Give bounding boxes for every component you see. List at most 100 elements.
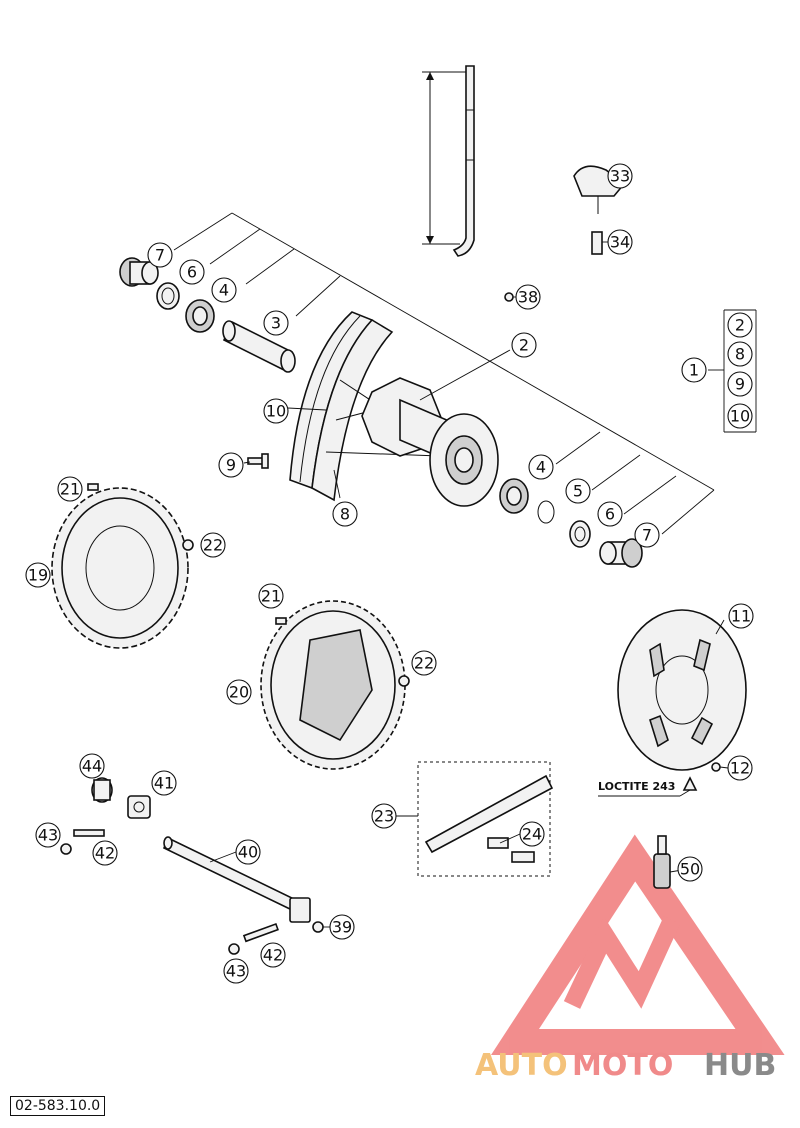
svg-text:21: 21 <box>60 480 80 499</box>
loctite-label: LOCTITE 243 <box>598 780 691 797</box>
svg-text:39: 39 <box>332 918 352 937</box>
callout-34: 34 <box>607 229 633 255</box>
svg-text:20: 20 <box>229 683 249 702</box>
watermark-logo <box>491 834 785 1055</box>
svg-text:AUTO: AUTO <box>475 1048 568 1083</box>
svg-text:10: 10 <box>730 407 750 426</box>
axle-nut-39 <box>312 921 324 933</box>
bolt-42-lower <box>242 922 279 943</box>
callout-21-lower: 21 <box>258 583 284 609</box>
svg-text:10: 10 <box>266 402 286 421</box>
svg-text:4: 4 <box>219 281 229 300</box>
bolt-9 <box>247 453 269 469</box>
svg-text:12: 12 <box>730 759 750 778</box>
nut-43-upper <box>60 843 72 855</box>
callout-9-bolt: 9 <box>218 452 244 478</box>
svg-text:40: 40 <box>238 843 258 862</box>
circlip <box>537 500 555 524</box>
callout-42-upper: 42 <box>92 840 118 866</box>
svg-text:MOTO: MOTO <box>572 1048 673 1083</box>
svg-text:24: 24 <box>522 825 542 844</box>
rear-hub <box>325 377 499 507</box>
svg-text:43: 43 <box>226 962 246 981</box>
callout-40: 40 <box>235 839 261 865</box>
callout-8-rim: 8 <box>332 501 358 527</box>
svg-text:2: 2 <box>519 336 529 355</box>
svg-text:33: 33 <box>610 167 630 186</box>
valve-insert <box>591 231 603 255</box>
svg-text:4: 4 <box>536 458 546 477</box>
nut-43-lower <box>228 943 240 955</box>
svg-text:42: 42 <box>95 844 115 863</box>
bolt-21-lower <box>275 617 287 625</box>
callout-2-side: 2 <box>727 312 753 338</box>
nut-22-upper <box>182 539 194 551</box>
svg-text:21: 21 <box>261 587 281 606</box>
callout-23: 23 <box>371 803 397 829</box>
svg-text:34: 34 <box>610 233 630 252</box>
svg-text:9: 9 <box>735 375 745 394</box>
callout-8-side: 8 <box>727 341 753 367</box>
callout-39: 39 <box>329 914 355 940</box>
rear-axle <box>162 836 311 923</box>
callout-leaders <box>209 175 757 928</box>
svg-text:9: 9 <box>226 456 236 475</box>
svg-text:HUB: HUB <box>704 1048 776 1083</box>
svg-text:19: 19 <box>28 566 48 585</box>
chain-group <box>417 761 554 877</box>
svg-text:44: 44 <box>82 757 102 776</box>
callout-4-right: 4 <box>528 454 554 480</box>
callout-38: 38 <box>515 284 541 310</box>
callout-7-right: 7 <box>634 522 660 548</box>
loctite-bottle <box>653 835 671 889</box>
callout-22-upper: 22 <box>200 532 226 558</box>
sprocket-19 <box>51 487 189 649</box>
loctite-label-text: LOCTITE 243 <box>598 780 675 793</box>
spoke-length-gauge <box>422 65 475 257</box>
brake-disc <box>617 609 747 771</box>
document-number: 02-583.10.0 <box>10 1096 106 1116</box>
callout-12: 12 <box>727 755 753 781</box>
callout-43-upper: 43 <box>35 822 61 848</box>
svg-text:1: 1 <box>689 361 699 380</box>
svg-text:2: 2 <box>735 316 745 335</box>
nut-22-lower <box>398 675 410 687</box>
callout-20: 20 <box>226 679 252 705</box>
svg-text:11: 11 <box>731 607 751 626</box>
svg-text:7: 7 <box>642 526 652 545</box>
callout-11: 11 <box>728 603 754 629</box>
svg-text:43: 43 <box>38 826 58 845</box>
bolt-42-upper <box>73 829 105 837</box>
watermark-text: AUTO MOTO HUB <box>475 1048 776 1083</box>
svg-text:38: 38 <box>518 288 538 307</box>
left-bearing <box>185 299 215 333</box>
callout-9-side: 9 <box>727 371 753 397</box>
callout-22-lower: 22 <box>411 650 437 676</box>
callout-7-left: 7 <box>147 242 173 268</box>
callout-41: 41 <box>151 770 177 796</box>
callout-24: 24 <box>519 821 545 847</box>
svg-text:42: 42 <box>263 946 283 965</box>
callout-50: 50 <box>677 856 703 882</box>
svg-text:41: 41 <box>154 774 174 793</box>
svg-text:23: 23 <box>374 807 394 826</box>
callout-2-hub: 2 <box>511 332 537 358</box>
left-spacer <box>119 257 159 287</box>
svg-text:6: 6 <box>605 505 615 524</box>
svg-text:6: 6 <box>187 263 197 282</box>
svg-text:7: 7 <box>155 246 165 265</box>
distance-sleeve <box>222 320 296 373</box>
callout-1: 1 <box>681 357 707 383</box>
right-bearing <box>499 478 529 514</box>
small-nut <box>504 292 514 302</box>
callout-33: 33 <box>607 163 633 189</box>
callout-6-right: 6 <box>597 501 623 527</box>
svg-text:3: 3 <box>271 314 281 333</box>
svg-text:22: 22 <box>203 536 223 555</box>
svg-text:22: 22 <box>414 654 434 673</box>
callout-4-left: 4 <box>211 277 237 303</box>
callout-43-lower: 43 <box>223 958 249 984</box>
callout-10-side: 10 <box>727 403 753 429</box>
callout-6-left: 6 <box>179 259 205 285</box>
